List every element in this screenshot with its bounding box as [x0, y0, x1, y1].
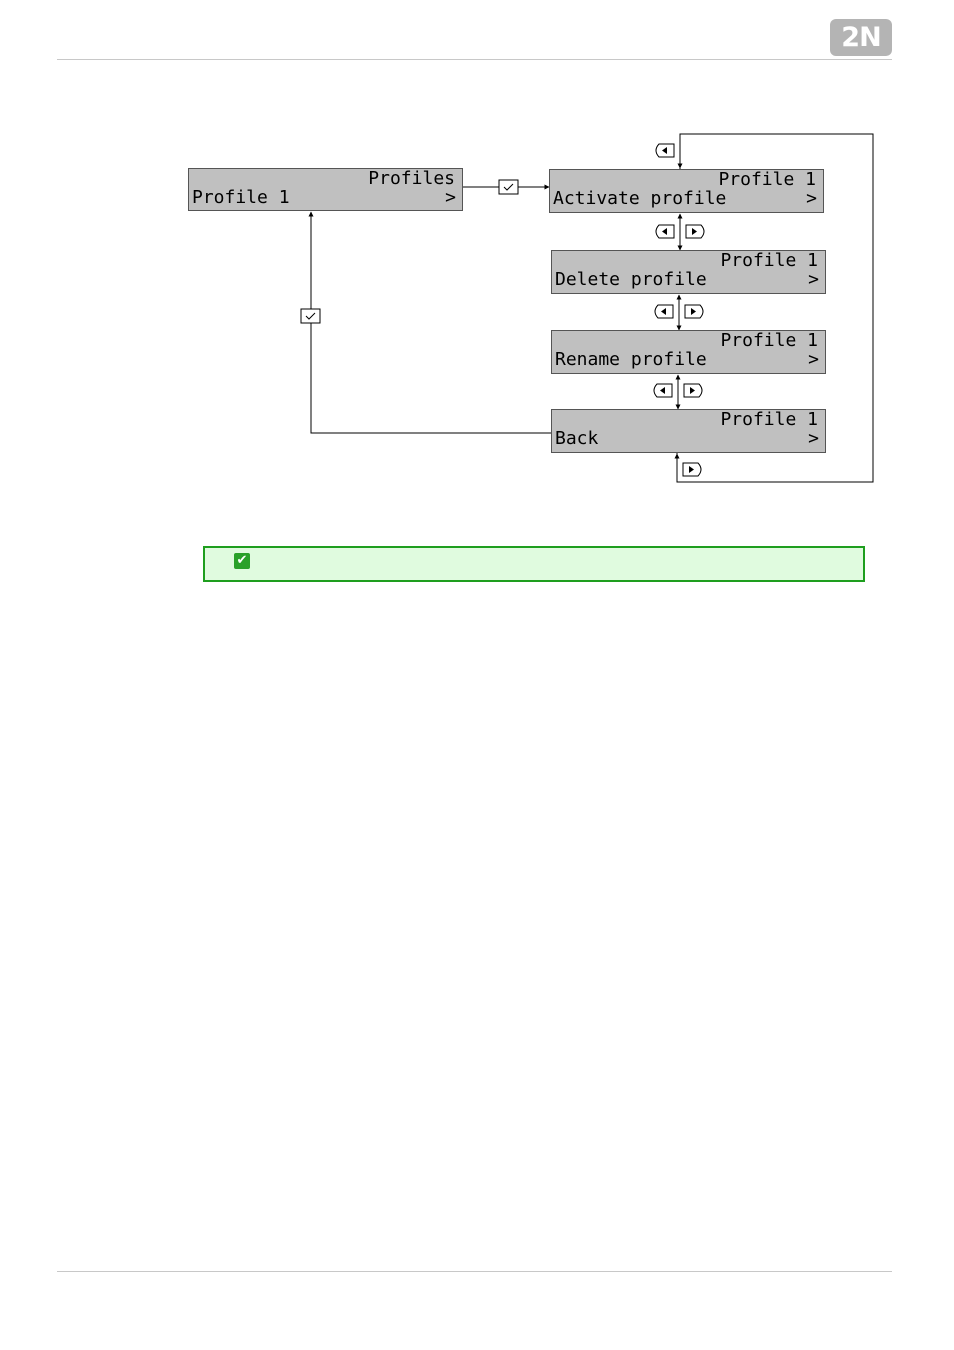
right-arrow-key-icon — [683, 463, 701, 476]
lcd-screen-delete-profile: Profile 1 Delete profile > — [551, 250, 826, 294]
ok-key-icon — [499, 180, 518, 194]
right-arrow-key-icon — [684, 384, 702, 397]
lcd-line-title: Profiles — [368, 169, 455, 189]
left-arrow-key-icon — [654, 384, 672, 397]
right-arrow-key-icon — [686, 225, 704, 238]
left-arrow-key-icon — [655, 305, 673, 318]
chevron-right-icon: > — [808, 429, 819, 449]
lcd-screen-profiles: Profiles Profile 1 > — [188, 168, 463, 211]
lcd-screen-activate-profile: Profile 1 Activate profile > — [549, 169, 824, 213]
check-icon: ✔ — [234, 553, 250, 569]
lcd-line-item: Rename profile — [555, 350, 707, 370]
left-arrow-key-icon — [656, 225, 674, 238]
ok-key-icon — [301, 309, 320, 323]
lcd-line-item: Activate profile — [553, 189, 726, 209]
chevron-right-icon: > — [808, 270, 819, 290]
chevron-right-icon: > — [445, 188, 456, 208]
lcd-screen-back: Profile 1 Back > — [551, 409, 826, 453]
footer-rule — [57, 1271, 892, 1272]
lcd-line-title: Profile 1 — [720, 331, 818, 351]
right-arrow-key-icon — [685, 305, 703, 318]
chevron-right-icon: > — [808, 350, 819, 370]
connector-back-to-start — [311, 212, 551, 433]
lcd-line-title: Profile 1 — [718, 170, 816, 190]
lcd-screen-rename-profile: Profile 1 Rename profile > — [551, 330, 826, 374]
lcd-line-title: Profile 1 — [720, 410, 818, 430]
lcd-line-item: Back — [555, 429, 598, 449]
lcd-line-item: Profile 1 — [192, 188, 290, 208]
left-arrow-key-icon — [656, 144, 674, 157]
lcd-line-item: Delete profile — [555, 270, 707, 290]
info-note-box: ✔ — [203, 546, 865, 582]
chevron-right-icon: > — [806, 189, 817, 209]
lcd-line-title: Profile 1 — [720, 251, 818, 271]
